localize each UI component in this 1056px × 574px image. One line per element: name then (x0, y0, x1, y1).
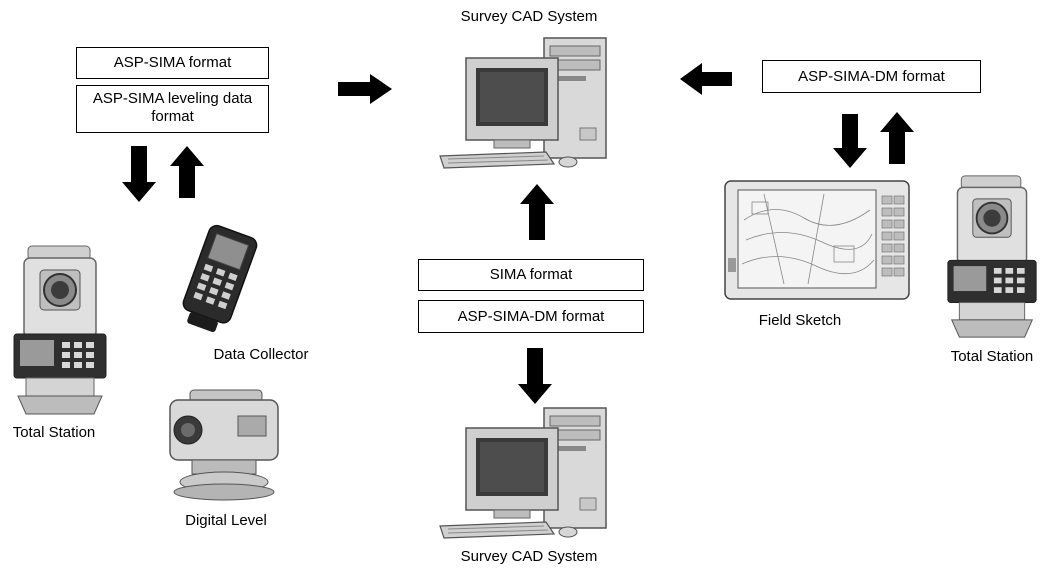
cad-bottom-label: Survey CAD System (460, 548, 598, 565)
arrow-down-icon (833, 114, 867, 168)
digital-level-label: Digital Level (185, 512, 267, 529)
digital-level-icon (169, 389, 279, 501)
total-station-icon (947, 175, 1037, 338)
arrow-down-icon (122, 146, 156, 202)
total-station-right-label: Total Station (950, 348, 1034, 365)
data-collector-label: Data Collector (213, 346, 309, 363)
format-box-asp-sima: ASP-SIMA format (76, 47, 269, 79)
arrow-down-icon (518, 348, 552, 404)
arrow-up-icon (520, 184, 554, 240)
format-box-asp-sima-leveling-text: ASP-SIMA leveling data format (92, 90, 253, 125)
format-box-asp-sima-leveling: ASP-SIMA leveling data format (76, 85, 269, 133)
arrow-up-icon (170, 146, 204, 198)
total-station-icon (13, 245, 107, 415)
cad-top-label: Survey CAD System (460, 8, 598, 25)
field-sketch-label: Field Sketch (758, 312, 842, 329)
total-station-left-label: Total Station (12, 424, 96, 441)
desktop-computer-icon (439, 407, 607, 539)
format-box-sima: SIMA format (418, 259, 644, 291)
arrow-right-icon (338, 74, 392, 104)
tablet-field-sketch-icon (724, 180, 910, 300)
desktop-computer-icon (439, 37, 607, 169)
arrow-left-icon (680, 63, 732, 95)
format-box-asp-sima-dm-right: ASP-SIMA-DM format (762, 60, 981, 93)
arrow-up-icon (880, 112, 914, 164)
data-collector-icon (182, 224, 258, 333)
format-box-asp-sima-dm-center: ASP-SIMA-DM format (418, 300, 644, 333)
